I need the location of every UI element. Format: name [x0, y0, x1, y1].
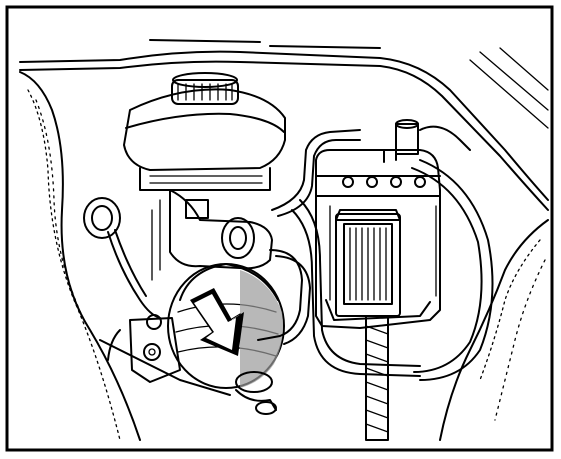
- right-wheel-arch: [439, 219, 549, 441]
- brake-pipes: [257, 125, 494, 381]
- engine-bay-edge: [19, 39, 549, 211]
- brake-fluid-reservoir: [123, 72, 286, 191]
- arrow-icon: [190, 288, 244, 356]
- abs-hydraulic-unit: [315, 147, 441, 329]
- mounting-bracket: [107, 314, 181, 383]
- wiring-harness: [365, 315, 389, 441]
- master-cylinder: [151, 189, 273, 281]
- reservoir-cap-icon: [171, 79, 239, 105]
- left-wheel-arch: [19, 71, 231, 441]
- figure-frame: [5, 5, 554, 452]
- rear-cylinder: [395, 119, 419, 155]
